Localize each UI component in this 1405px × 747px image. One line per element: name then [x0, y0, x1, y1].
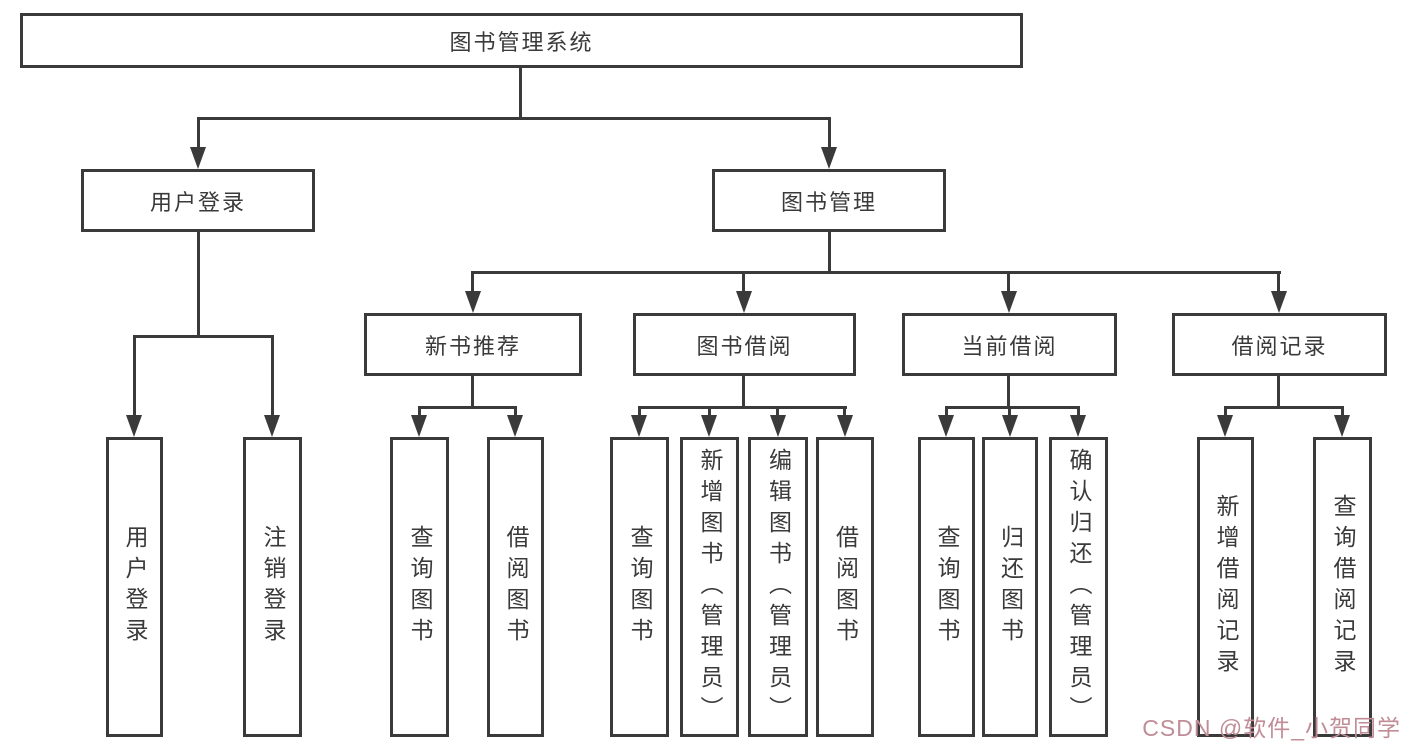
node-book-management: 图书管理 [712, 169, 946, 232]
connector-login-stem [197, 232, 200, 337]
connector-drop [514, 408, 517, 420]
leaf-label: 归还图书 [997, 525, 1024, 649]
arrowhead-leaf [837, 415, 853, 437]
connector-records-rail [1224, 406, 1344, 409]
node-label: 新书推荐 [424, 333, 521, 359]
arrowhead-book-mgmt [821, 147, 837, 169]
leaf-label: 借阅图书 [832, 525, 859, 649]
node-book-borrowing: 图书借阅 [633, 313, 856, 376]
leaf-label: 查询借阅记录 [1330, 494, 1356, 680]
leaf-query-borrow-record: 查询借阅记录 [1313, 437, 1372, 737]
leaf-add-books-admin: 新增图书（管理员） [680, 437, 739, 737]
leaf-query-books-recommend: 查询图书 [390, 437, 449, 737]
node-label: 图书借阅 [696, 333, 793, 359]
csdn-watermark: CSDN @软件_小贺同学 [1142, 715, 1401, 741]
node-label: 图书管理 [780, 189, 877, 215]
leaf-label: 新增图书（管理员） [697, 447, 723, 727]
connector-records-stem [1277, 376, 1280, 408]
connector-level2-rail [197, 117, 831, 120]
arrowhead-leaf [631, 415, 647, 437]
node-label: 借阅记录 [1231, 333, 1328, 359]
connector-current-rail [945, 406, 1080, 409]
connector-user-login-drop [197, 119, 200, 149]
leaf-query-books-current: 查询图书 [918, 437, 975, 737]
arrowhead-leaf [1002, 415, 1018, 437]
leaf-borrow-books: 借阅图书 [816, 437, 874, 737]
arrowhead-leaf-user-login [126, 415, 142, 437]
connector-drop [776, 408, 779, 420]
node-current-borrowing: 当前借阅 [902, 313, 1117, 376]
arrowhead-newbook [465, 291, 481, 313]
arrowhead-leaf [411, 415, 427, 437]
connector-borrow-drop [742, 273, 745, 293]
leaf-logout: 注销登录 [243, 437, 302, 737]
connector-drop [945, 408, 948, 420]
connector-records-drop [1277, 273, 1280, 293]
connector-current-stem [1007, 376, 1010, 408]
connector-login-drop-2 [271, 337, 274, 417]
connector-drop [843, 408, 846, 420]
arrowhead-leaf [1070, 415, 1086, 437]
arrowhead-records [1271, 291, 1287, 313]
node-new-book-recommend: 新书推荐 [364, 313, 582, 376]
connector-borrow-stem [742, 376, 745, 408]
connector-newbook-rail [418, 406, 517, 409]
arrowhead-borrow [736, 291, 752, 313]
arrowhead-leaf [701, 415, 717, 437]
connector-newbook-stem [471, 376, 474, 408]
leaf-label: 注销登录 [260, 525, 286, 649]
node-label: 图书管理系统 [449, 29, 594, 55]
connector-root-stem [519, 68, 522, 119]
connector-drop [638, 408, 641, 420]
leaf-label: 借阅图书 [503, 525, 529, 649]
leaf-borrow-books-recommend: 借阅图书 [487, 437, 544, 737]
arrowhead-leaf [1334, 415, 1350, 437]
connector-borrow-rail [638, 406, 847, 409]
connector-drop [418, 408, 421, 420]
leaf-label: 新增借阅记录 [1213, 494, 1239, 680]
leaf-label: 查询图书 [627, 525, 653, 649]
leaf-return-books: 归还图书 [982, 437, 1038, 737]
arrowhead-leaf-logout [264, 415, 280, 437]
connector-current-drop [1007, 273, 1010, 293]
node-library-management-system: 图书管理系统 [20, 13, 1023, 68]
arrowhead-leaf [938, 415, 954, 437]
leaf-label: 查询图书 [934, 525, 960, 649]
leaf-query-books-borrow: 查询图书 [610, 437, 669, 737]
arrowhead-user-login [190, 147, 206, 169]
connector-drop [1224, 408, 1227, 420]
connector-mgmt-stem [828, 232, 831, 273]
connector-login-drop-1 [133, 337, 136, 417]
leaf-label: 编辑图书（管理员） [765, 447, 792, 727]
leaf-user-login: 用户登录 [106, 437, 163, 737]
leaf-confirm-return-admin: 确认归还（管理员） [1049, 437, 1108, 737]
node-borrowing-records: 借阅记录 [1172, 313, 1387, 376]
node-label: 当前借阅 [961, 333, 1058, 359]
node-user-login: 用户登录 [81, 169, 315, 232]
arrowhead-current [1001, 291, 1017, 313]
arrowhead-leaf [507, 415, 523, 437]
leaf-label: 确认归还（管理员） [1066, 447, 1092, 727]
connector-login-rail [133, 335, 274, 338]
leaf-add-borrow-record: 新增借阅记录 [1197, 437, 1254, 737]
connector-book-mgmt-drop [828, 119, 831, 149]
leaf-label: 用户登录 [122, 525, 148, 649]
leaf-edit-books-admin: 编辑图书（管理员） [748, 437, 808, 737]
connector-drop [708, 408, 711, 420]
arrowhead-leaf [770, 415, 786, 437]
connector-drop [1341, 408, 1344, 420]
arrowhead-leaf [1217, 415, 1233, 437]
connector-drop [1008, 408, 1011, 420]
connector-level3-rail [471, 271, 1281, 274]
leaf-label: 查询图书 [407, 525, 433, 649]
node-label: 用户登录 [149, 189, 246, 215]
connector-drop [1077, 408, 1080, 420]
connector-newbook-drop [471, 273, 474, 293]
